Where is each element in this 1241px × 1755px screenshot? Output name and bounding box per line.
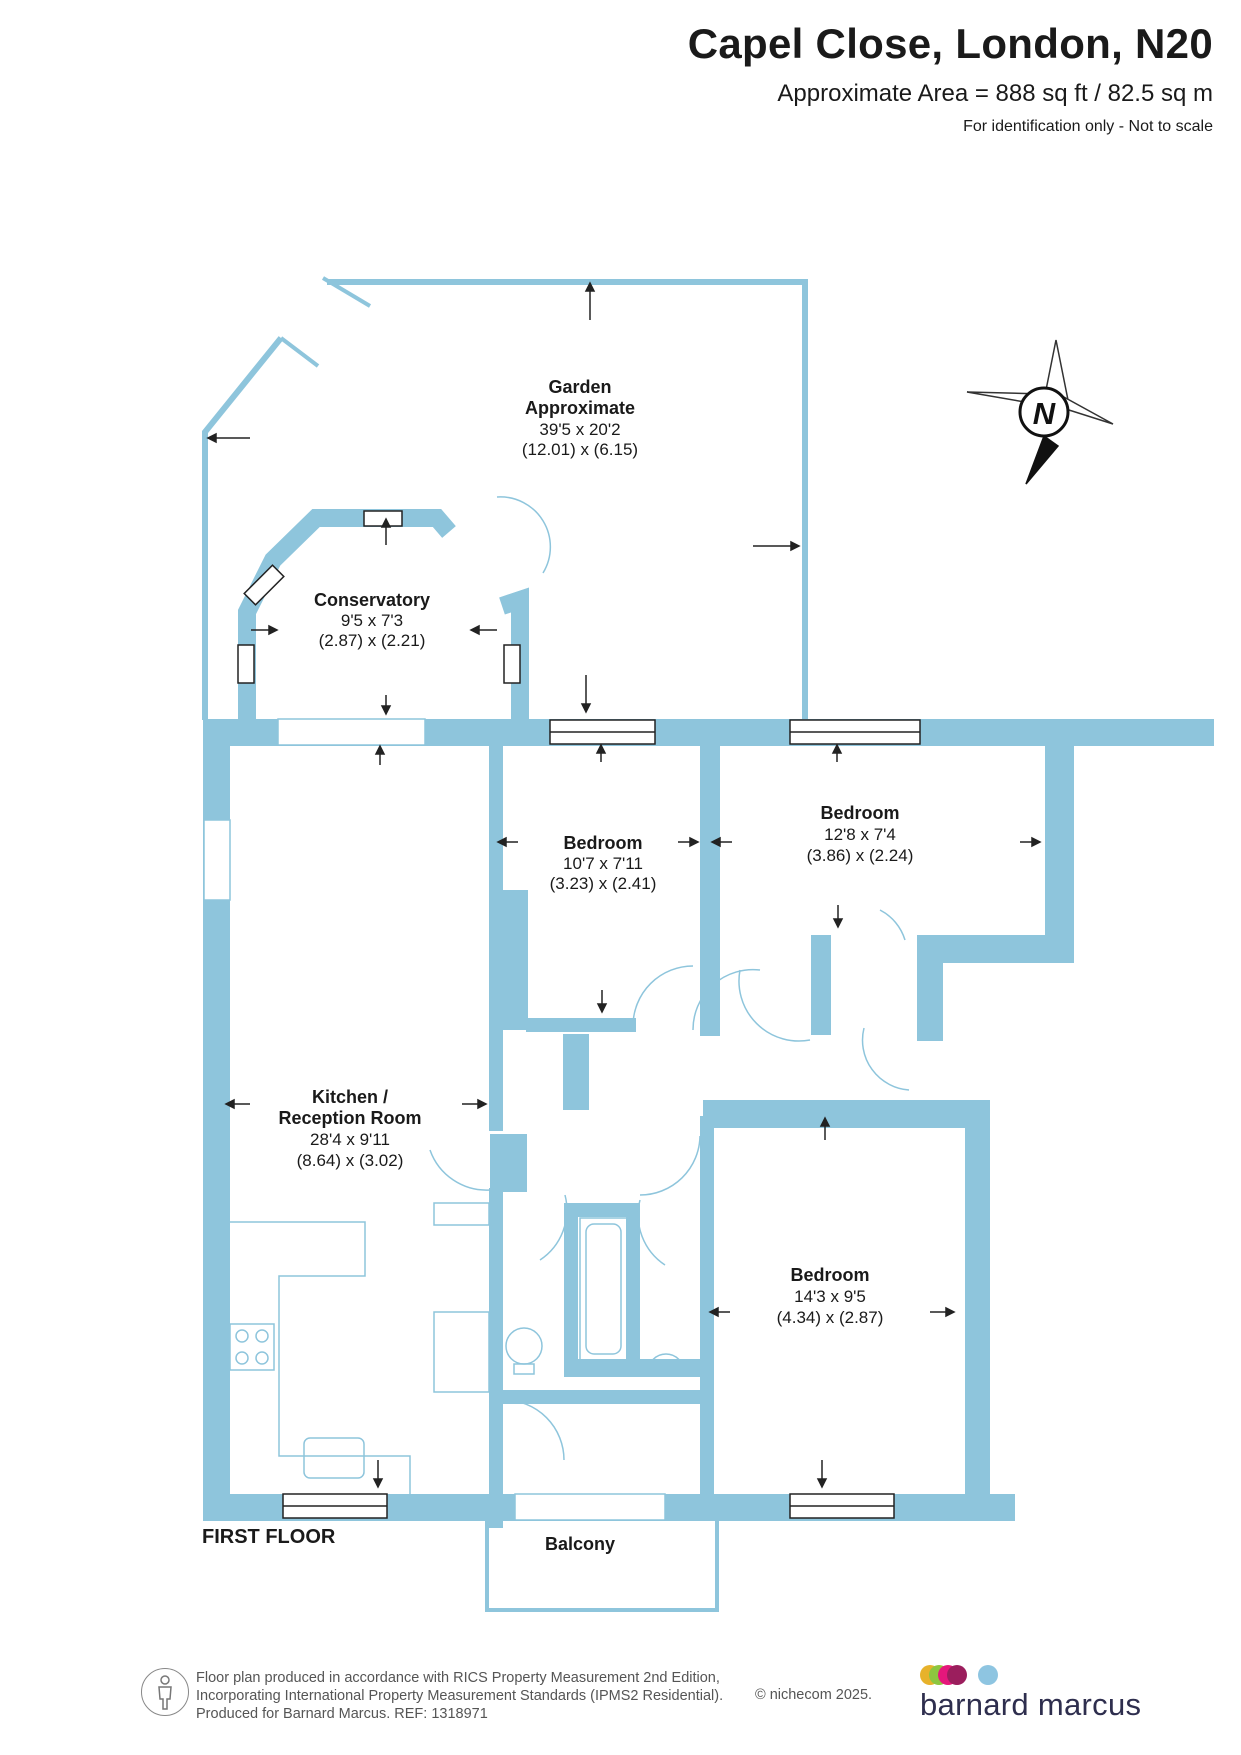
room-name: Bedroom — [820, 803, 899, 823]
walls — [202, 276, 1214, 1528]
room-dimensions-metric: (8.64) x (3.02) — [297, 1151, 404, 1170]
brand-dot — [947, 1665, 967, 1685]
room-dimensions-metric: (2.87) x (2.21) — [319, 631, 426, 650]
room-label-garden: Garden Approximate 39'5 x 20'2 (12.01) x… — [522, 377, 638, 459]
scale-note: For identification only - Not to scale — [963, 118, 1213, 135]
room-label-balcony: Balcony — [545, 1534, 615, 1554]
room-dimensions-metric: (3.23) x (2.41) — [550, 874, 657, 893]
windows — [203, 510, 921, 1519]
room-name: Garden — [548, 377, 611, 397]
room-name: Balcony — [545, 1534, 615, 1554]
room-dimensions-imperial: 12'8 x 7'4 — [824, 825, 896, 844]
footer-line: Produced for Barnard Marcus. REF: 131897… — [196, 1706, 488, 1722]
room-dimensions-metric: (3.86) x (2.24) — [807, 846, 914, 865]
room-label-kitchen: Kitchen / Reception Room 28'4 x 9'11 (8.… — [278, 1087, 421, 1170]
room-name: Kitchen / — [312, 1087, 388, 1107]
room-label-bedroom-1: Bedroom 10'7 x 7'11 (3.23) x (2.41) — [550, 833, 657, 893]
door-swings — [429, 496, 910, 1461]
room-dimensions-imperial: 28'4 x 9'11 — [310, 1130, 390, 1149]
compass-icon: N — [966, 339, 1114, 485]
openings — [277, 718, 666, 1521]
room-label-conservatory: Conservatory 9'5 x 7'3 (2.87) x (2.21) — [314, 590, 430, 650]
compass-letter: N — [1033, 396, 1056, 431]
room-dimensions-imperial: 9'5 x 7'3 — [341, 611, 403, 630]
person-icon — [141, 1668, 189, 1716]
footer-line: Incorporating International Property Mea… — [196, 1688, 724, 1704]
footer-line: Floor plan produced in accordance with R… — [196, 1670, 720, 1686]
room-dimensions-imperial: 10'7 x 7'11 — [563, 854, 643, 873]
direction-arrows — [206, 281, 1042, 1489]
brand-dot — [978, 1665, 998, 1685]
footer-text: Floor plan produced in accordance with R… — [196, 1669, 723, 1723]
room-dimensions-metric: (12.01) x (6.15) — [522, 440, 638, 459]
room-name: Bedroom — [790, 1265, 869, 1285]
room-name: Bedroom — [563, 833, 642, 853]
area-summary: Approximate Area = 888 sq ft / 82.5 sq m — [777, 80, 1213, 107]
room-dimensions-metric: (4.34) x (2.87) — [777, 1308, 884, 1327]
balcony-outline — [485, 1521, 719, 1612]
room-name: Approximate — [525, 398, 635, 418]
page-title: Capel Close, London, N20 — [687, 20, 1213, 67]
room-label-bedroom-3: Bedroom 14'3 x 9'5 (4.34) x (2.87) — [777, 1265, 884, 1327]
room-label-bedroom-2: Bedroom 12'8 x 7'4 (3.86) x (2.24) — [807, 803, 914, 865]
copyright: © nichecom 2025. — [755, 1687, 873, 1703]
room-name: Conservatory — [314, 590, 430, 610]
brand-name: barnard marcus — [920, 1687, 1142, 1722]
fixtures — [229, 1202, 685, 1494]
room-dimensions-imperial: 39'5 x 20'2 — [539, 420, 620, 439]
floor-label: FIRST FLOOR — [202, 1526, 336, 1548]
room-dimensions-imperial: 14'3 x 9'5 — [794, 1287, 866, 1306]
room-name: Reception Room — [278, 1108, 421, 1128]
